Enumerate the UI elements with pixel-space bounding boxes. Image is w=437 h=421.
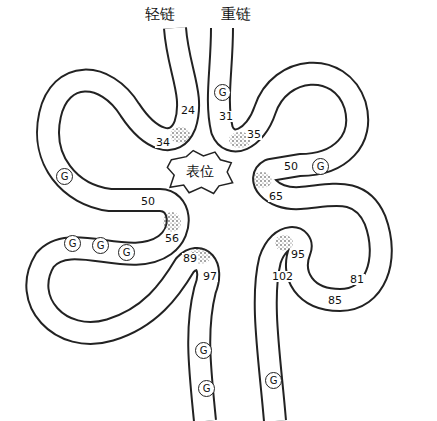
residue-number: 95 [290, 249, 306, 260]
residue-number: 34 [155, 137, 171, 148]
glycine-circle: G [195, 342, 212, 359]
glycine-circle: G [265, 372, 282, 389]
residue-number: 89 [182, 253, 198, 264]
glycine-circle: G [64, 235, 81, 252]
chain-label: 重链 [220, 7, 252, 22]
residue-number: 31 [218, 111, 234, 122]
residue-number: 85 [327, 295, 343, 306]
glycine-letter: G [203, 384, 211, 394]
residue-number: 97 [202, 271, 218, 282]
glycine-letter: G [69, 239, 77, 249]
glycine-circle: G [92, 237, 109, 254]
glycine-circle: G [312, 158, 329, 175]
glycine-letter: G [200, 346, 208, 356]
heavy-chain-fill [219, 28, 381, 421]
glycine-letter: G [123, 248, 131, 258]
glycine-circle: G [214, 84, 231, 101]
glycine-letter: G [317, 162, 325, 172]
light-chain-outline [37, 28, 208, 421]
glycine-letter: G [61, 172, 69, 182]
glycine-letter: G [97, 241, 105, 251]
glycine-letter: G [270, 376, 278, 386]
epitope-blob: 表位 [166, 149, 234, 195]
light-chain-fill [37, 28, 208, 421]
residue-number: 50 [283, 161, 299, 172]
residue-number: 65 [268, 191, 284, 202]
glycine-circle: G [56, 168, 73, 185]
glycine-circle: G [118, 244, 135, 261]
residue-number: 56 [164, 233, 180, 244]
residue-number: 35 [246, 129, 262, 140]
heavy-chain-outline [219, 28, 381, 421]
residue-number: 50 [140, 196, 156, 207]
residue-number: 102 [271, 271, 294, 282]
cdr-stipple [163, 127, 293, 264]
glycine-letter: G [219, 88, 227, 98]
glycine-circle: G [198, 380, 215, 397]
residue-number: 24 [180, 105, 196, 116]
epitope-label: 表位 [186, 163, 214, 181]
residue-number: 81 [349, 274, 365, 285]
chain-label: 轻链 [144, 7, 176, 22]
